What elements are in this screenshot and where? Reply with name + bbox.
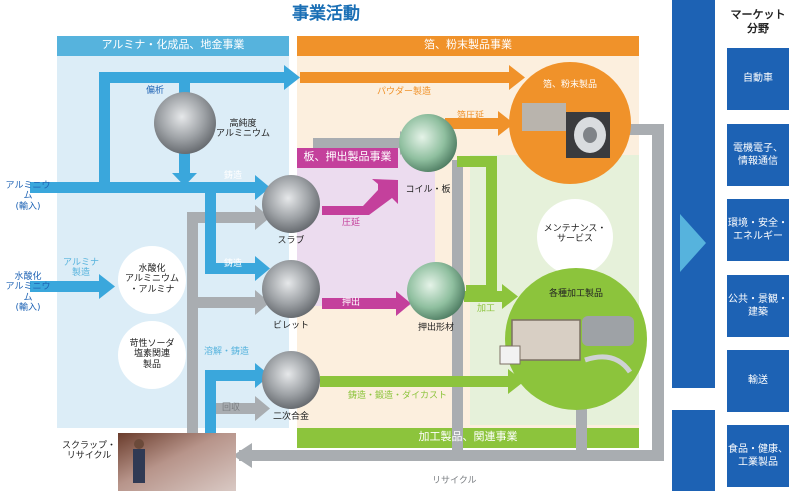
node-coil-sheet: コイル・板	[405, 185, 451, 195]
node-extrusion: 押出形材	[417, 323, 454, 333]
high-purity-photo	[154, 92, 216, 154]
flow-extrusion: 押出	[342, 298, 361, 308]
node-foil-powder: 箔、粉末製品	[542, 80, 597, 90]
input-hydroxide: 水酸化 アルミニウム (輸入)	[5, 272, 51, 314]
header-foil	[297, 36, 639, 56]
hydroxide-node	[118, 246, 186, 314]
flow-recovery: 回収	[222, 403, 241, 413]
header-processed-label: 加工製品、関連事業	[418, 430, 518, 443]
secondary-alloy-photo	[262, 351, 320, 409]
market-title: マーケット 分野	[730, 8, 786, 36]
flow-melt-cast: 溶解・鋳造	[204, 347, 250, 357]
slab-photo	[262, 175, 320, 233]
orange-flows	[300, 65, 525, 136]
flow-alumina-production: アルミナ 製造	[63, 258, 99, 279]
part-photo	[582, 316, 634, 346]
node-slab: スラブ	[277, 236, 305, 246]
coil-photo	[399, 114, 457, 172]
market-bar	[672, 0, 715, 388]
flow-processing: 加工	[477, 304, 496, 314]
flow-cast-forge: 鋳造・鍛造・ダイカスト	[348, 391, 448, 401]
node-high-purity: 高純度 アルミニウム	[216, 119, 270, 140]
truck-photo	[511, 319, 581, 361]
node-secondary-alloy: 二次合金	[272, 412, 309, 422]
magenta-flows	[322, 179, 411, 316]
billet-photo	[262, 260, 320, 318]
maintenance-circle	[537, 199, 613, 275]
flow-powder: パウダー製造	[377, 87, 432, 97]
powder-photo	[522, 103, 566, 131]
node-billet: ビレット	[272, 321, 309, 331]
market-pointer	[680, 214, 706, 272]
header-sheet	[297, 148, 398, 168]
header-alumina-label: アルミナ・化成品、地金事業	[101, 38, 245, 51]
caustic-node	[118, 321, 186, 389]
input-aluminum: アルミニウム (輸入)	[5, 181, 51, 212]
flow-segregation: 偏析	[146, 86, 165, 96]
flow-casting1: 鋳造	[224, 171, 243, 181]
node-maintenance: メンテナンス・ サービス	[543, 224, 607, 245]
header-processed	[297, 428, 639, 448]
flow-recycle: リサイクル	[432, 476, 477, 486]
market-item-public: 公共・景観・ 建築	[727, 275, 789, 337]
node-hydroxide-alumina: 水酸化 アルミニウム ・アルミナ	[125, 264, 179, 295]
node-processed-products: 各種加工製品	[548, 289, 603, 299]
market-item-electronics: 電機電子、 情報通信	[727, 124, 789, 186]
flow-foil-rolling: 箔圧延	[457, 111, 485, 121]
market-item-environment: 環境・安全・ エネルギー	[727, 199, 789, 261]
node-scrap: スクラップ・ リサイクル	[61, 441, 116, 462]
market-item-food: 食品・健康、 工業製品	[727, 425, 789, 487]
market-bar-lower	[672, 410, 715, 491]
header-alumina	[57, 36, 289, 56]
node-caustic-soda: 苛性ソーダ 塩素関連 製品	[129, 339, 175, 370]
market-item-automotive: 自動車	[727, 48, 789, 110]
extrusion-photo	[407, 262, 465, 320]
header-sheet-label: 板、押出製品事業	[303, 150, 392, 163]
green-flows	[320, 156, 524, 394]
flow-rolling: 圧延	[342, 218, 361, 228]
market-item-transport: 輸送	[727, 350, 789, 412]
page-title: 事業活動	[292, 4, 360, 24]
flow-casting2: 鋳造	[224, 259, 243, 269]
header-foil-label: 箔、粉末製品事業	[424, 38, 512, 51]
